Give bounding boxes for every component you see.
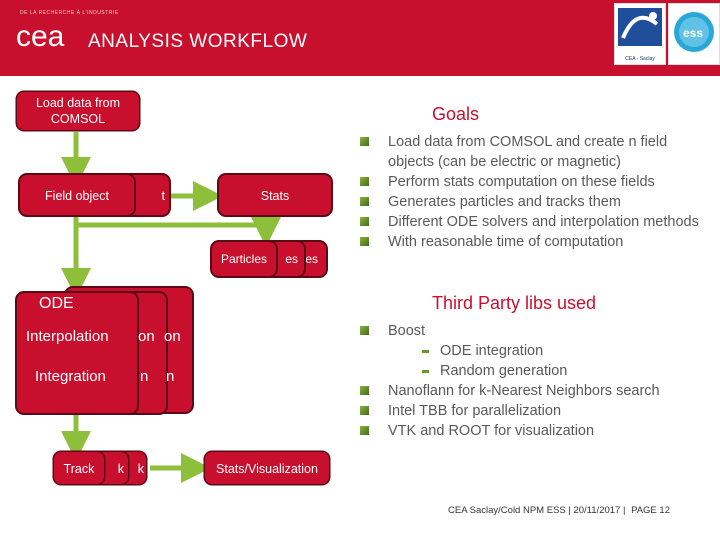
irfu-caption: CEA - Saclay — [625, 56, 655, 62]
field-object-shadow-label: t — [161, 189, 165, 203]
track-box: Track — [54, 452, 104, 484]
integration-shadow1-label: n — [140, 368, 149, 385]
goal-item: Perform stats computation on these field… — [360, 172, 710, 192]
bullet-icon — [360, 237, 369, 246]
bullet-icon — [360, 426, 369, 435]
bullet-icon — [360, 217, 369, 226]
particles-shadow2-label: es — [305, 252, 318, 266]
integration-shadow2-label: n — [166, 368, 175, 385]
arrow-field-to-particles — [73, 215, 281, 247]
goal-item: With reasonable time of computation — [360, 232, 710, 252]
lib-item-boost: Boost — [360, 321, 710, 341]
ode-box: ODE — [17, 293, 137, 413]
lib-subitem: ODE integration — [360, 341, 710, 361]
load-data-label: Load data from COMSOL — [35, 96, 121, 126]
ode-label: ODE — [39, 295, 74, 312]
goals-list: Load data from COMSOL and create n field… — [360, 132, 710, 252]
libs-list: Boost ODE integration Random generation … — [360, 321, 710, 441]
lib-subitem: Random generation — [360, 361, 710, 381]
stats-box: Stats — [219, 175, 331, 215]
stats-label: Stats — [260, 189, 290, 203]
track-label: Track — [63, 462, 95, 476]
goal-item: Load data from COMSOL and create n field… — [360, 132, 710, 172]
field-object-box: Field object — [20, 175, 134, 215]
particles-shadow1-label: es — [285, 252, 298, 266]
goal-item: Generates particles and tracks them — [360, 192, 710, 212]
svg-text:ess: ess — [683, 26, 703, 40]
interpolation-shadow1-label: on — [138, 328, 155, 345]
track-shadow1-label: k — [117, 462, 124, 476]
libs-title: Third Party libs used — [432, 293, 597, 313]
header-bar: DE LA RECHERCHE À L'INDUSTRIE cea ANALYS… — [0, 0, 720, 76]
lib-item: Nanoflann for k-Nearest Neighbors search — [360, 381, 710, 401]
lib-item: VTK and ROOT for visualization — [360, 421, 710, 441]
irfu-logo: CEA - Saclay — [614, 3, 666, 65]
goal-item: Different ODE solvers and interpolation … — [360, 212, 710, 232]
particles-label: Particles — [220, 252, 267, 266]
stats-visualization-label: Stats/Visualization — [216, 462, 318, 476]
bullet-icon — [360, 137, 369, 146]
bullet-icon — [360, 406, 369, 415]
page-title: ANALYSIS WORKFLOW — [88, 31, 308, 52]
page-number: PAGE 12 — [631, 505, 670, 516]
field-object-label: Field object — [45, 189, 109, 203]
bullet-icon — [360, 197, 369, 206]
load-data-box: Load data from COMSOL — [17, 92, 139, 130]
interpolation-shadow2-label: on — [164, 328, 181, 345]
lib-item: Intel TBB for parallelization — [360, 401, 710, 421]
svg-text:cea: cea — [16, 22, 65, 50]
header-tagline: DE LA RECHERCHE À L'INDUSTRIE — [20, 10, 119, 16]
track-shadow2-label: k — [137, 462, 144, 476]
cea-logo: cea — [16, 22, 65, 50]
sub-bullet-icon — [422, 350, 429, 353]
interpolation-label: Interpolation — [26, 328, 109, 345]
goals-title: Goals — [432, 104, 480, 124]
stats-visualization-box: Stats/Visualization — [205, 452, 329, 484]
footer: CEA Saclay/Cold NPM ESS | 20/11/2017 | P… — [448, 505, 670, 516]
bullet-icon — [360, 177, 369, 186]
bullet-icon — [360, 326, 369, 335]
sub-bullet-icon — [422, 370, 429, 373]
particles-box: Particles — [212, 242, 276, 276]
footer-text: CEA Saclay/Cold NPM ESS | 20/11/2017 | — [448, 505, 626, 516]
integration-label: Integration — [35, 368, 106, 385]
bullet-icon — [360, 386, 369, 395]
